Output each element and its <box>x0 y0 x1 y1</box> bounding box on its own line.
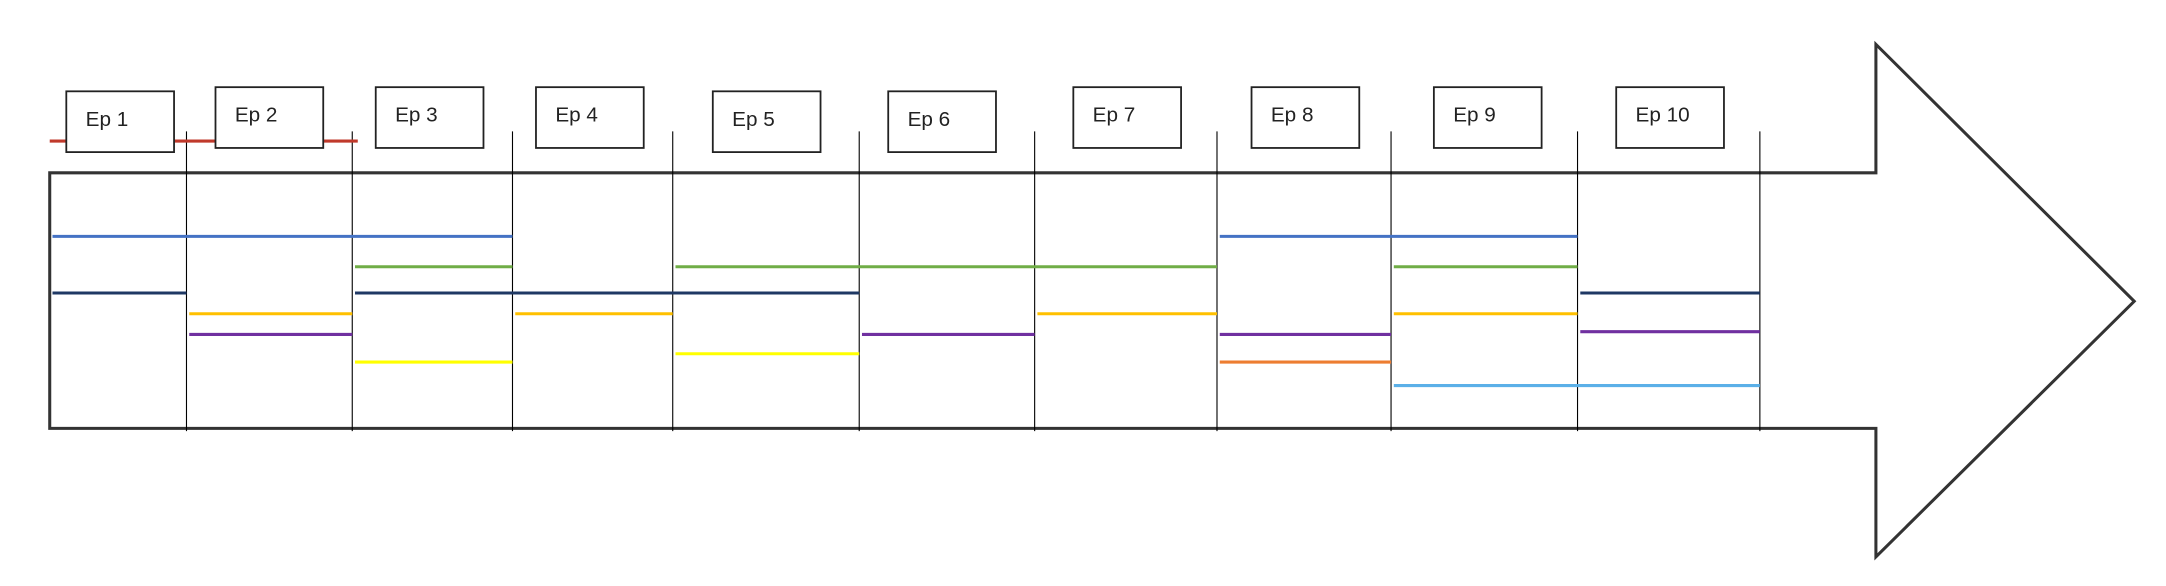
episode-label-box <box>535 86 645 149</box>
episode-label-9: Ep 9 <box>1432 86 1543 149</box>
episode-label-1: Ep 1 <box>65 90 175 153</box>
episode-label-box <box>374 86 485 149</box>
episode-label-text: Ep 7 <box>1093 104 1136 127</box>
episode-label-text: Ep 8 <box>1271 104 1314 127</box>
episode-label-text: Ep 1 <box>86 108 129 131</box>
timeline-arrow-outline <box>48 40 2137 561</box>
episode-label-text: Ep 5 <box>732 108 775 131</box>
episode-label-7: Ep 7 <box>1072 86 1182 149</box>
episode-label-box <box>887 90 997 153</box>
episode-label-2: Ep 2 <box>214 86 325 149</box>
episode-label-8: Ep 8 <box>1250 86 1361 149</box>
episode-label-5: Ep 5 <box>711 90 822 153</box>
episode-label-box <box>1250 86 1361 149</box>
episode-label-text: Ep 6 <box>908 108 951 131</box>
episode-label-10: Ep 10 <box>1615 86 1725 149</box>
episode-label-text: Ep 9 <box>1453 104 1496 127</box>
episode-label-text: Ep 2 <box>235 104 278 127</box>
episode-label-text: Ep 3 <box>395 104 438 127</box>
episode-label-box <box>65 90 175 153</box>
episode-label-6: Ep 6 <box>887 90 997 153</box>
episode-label-text: Ep 10 <box>1636 104 1690 127</box>
episode-label-text: Ep 4 <box>555 104 598 127</box>
episode-label-3: Ep 3 <box>374 86 485 149</box>
episode-label-4: Ep 4 <box>535 86 645 149</box>
episode-label-box <box>1432 86 1543 149</box>
episode-label-box <box>1615 86 1725 149</box>
episode-label-box <box>214 86 325 149</box>
episode-label-box <box>711 90 822 153</box>
episode-label-box <box>1072 86 1182 149</box>
